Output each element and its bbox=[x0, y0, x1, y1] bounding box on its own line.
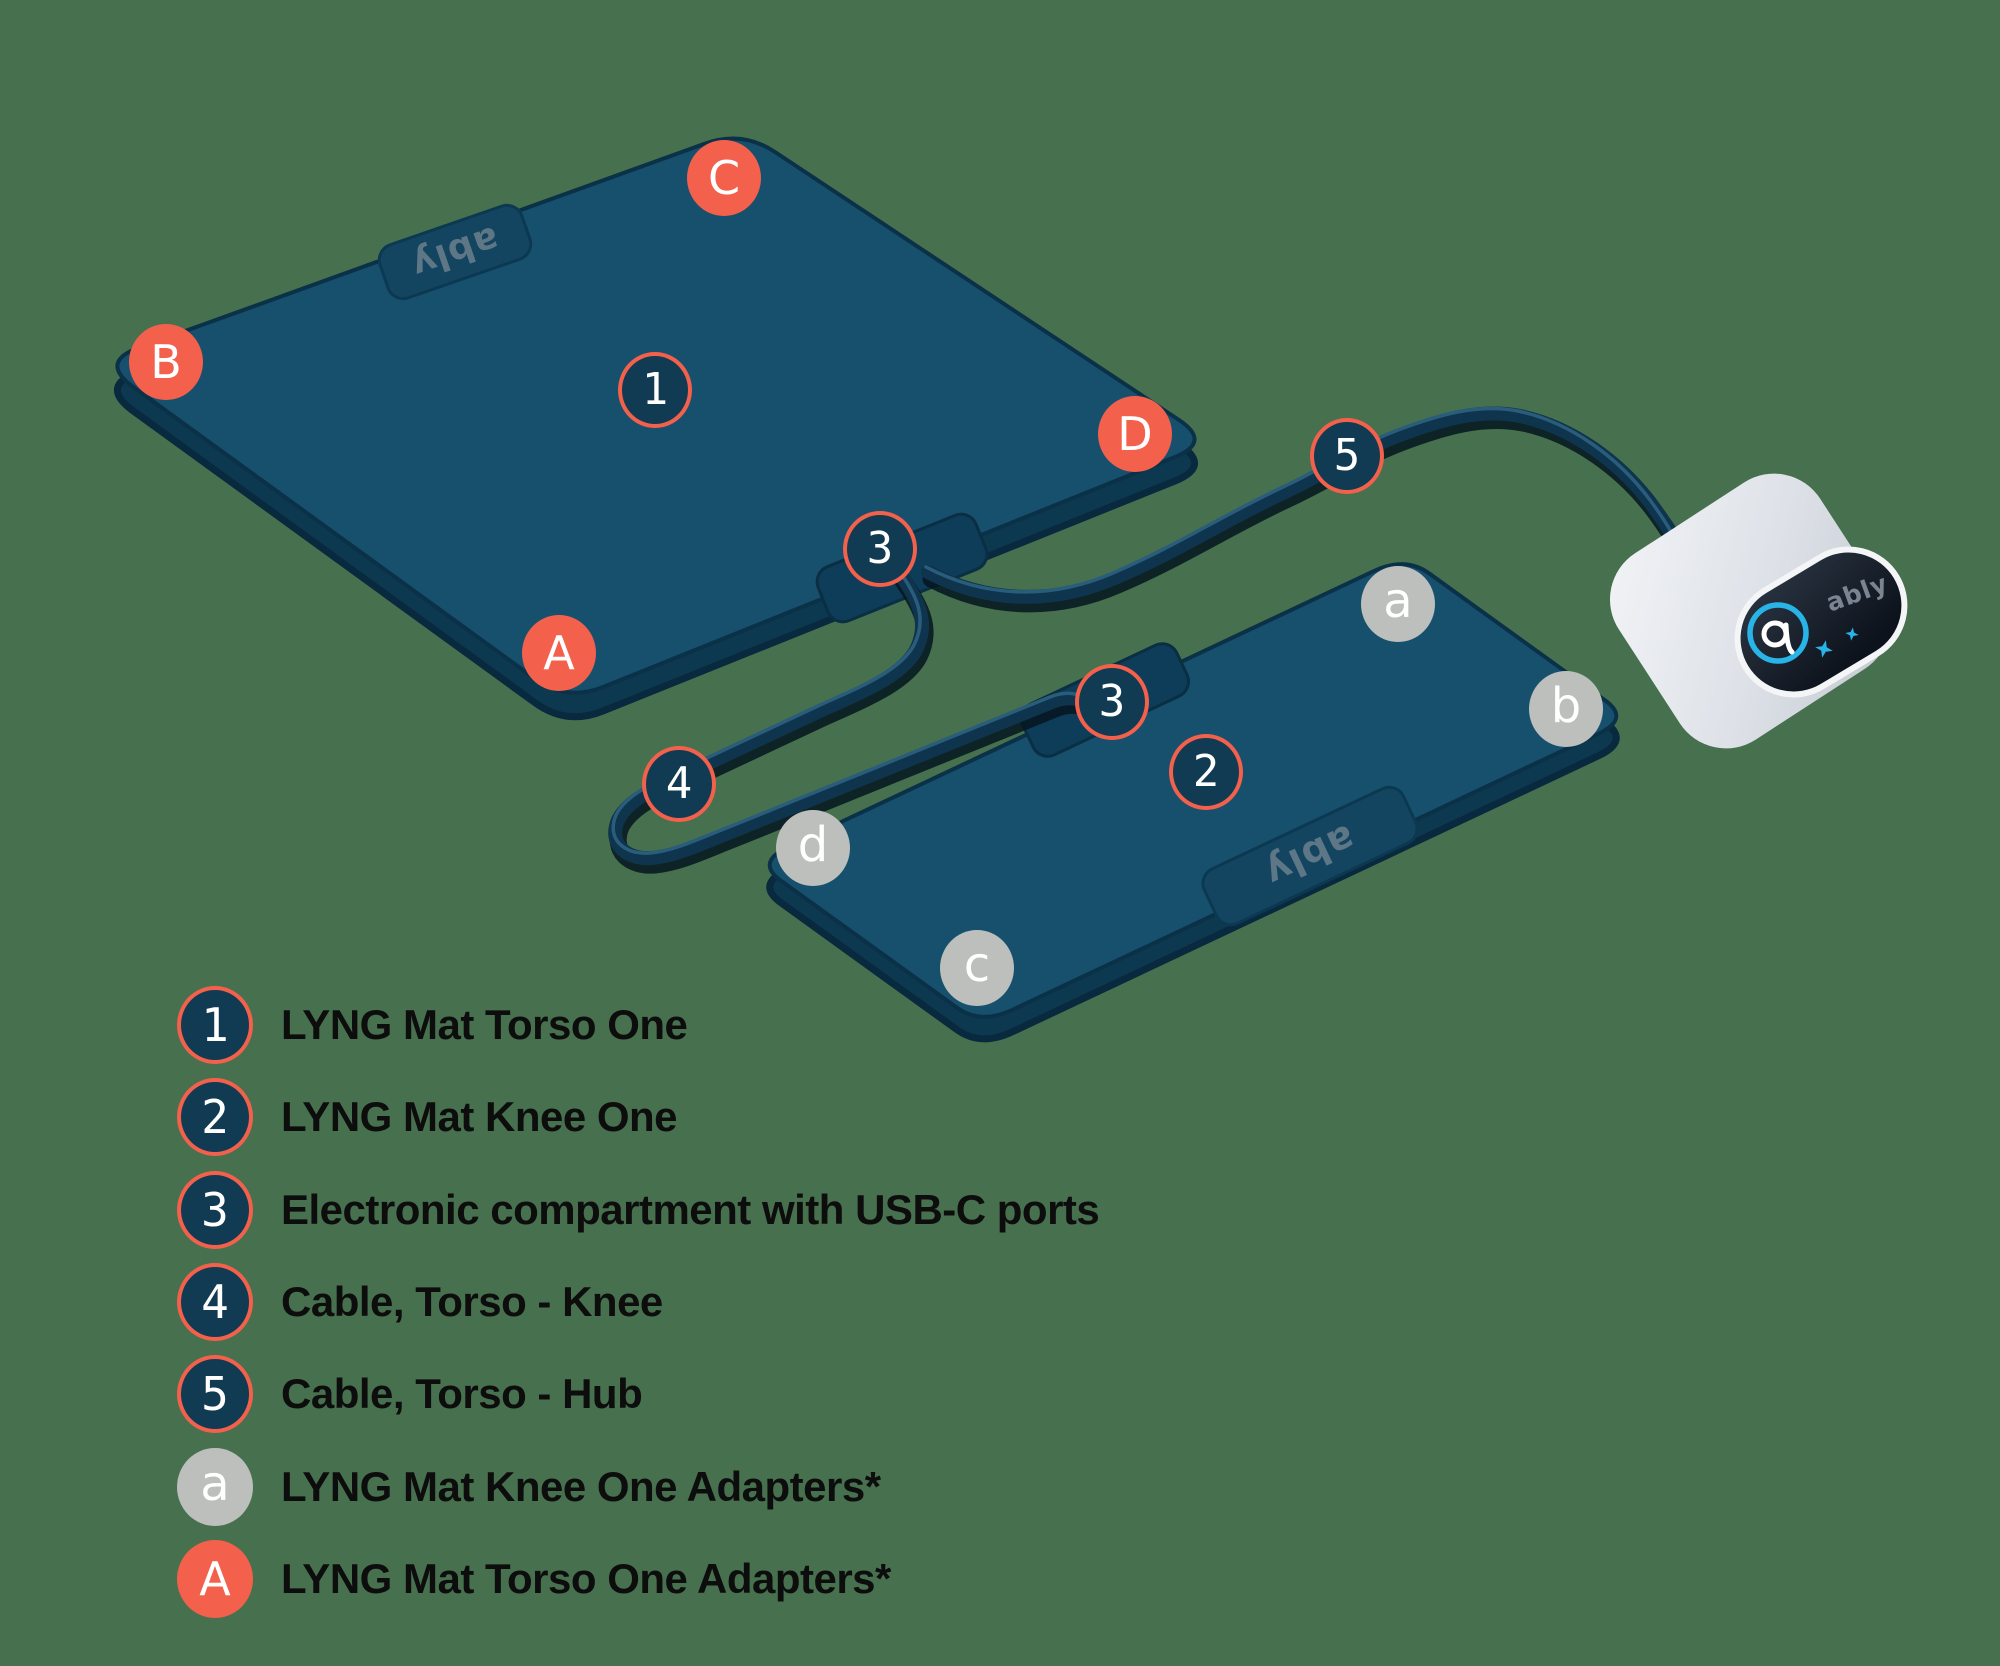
marker-torso-compartment-3: 3 bbox=[843, 511, 917, 587]
sparkle-icon bbox=[1845, 627, 1859, 641]
legend-label: LYNG Mat Torso One bbox=[281, 1001, 688, 1048]
legend-label: LYNG Mat Knee One Adapters* bbox=[281, 1463, 881, 1510]
torso-mat: ably bbox=[113, 136, 1198, 721]
marker-label: d bbox=[797, 817, 829, 873]
marker-knee-corner-c: c bbox=[940, 930, 1014, 1006]
legend-glyph: 5 bbox=[201, 1367, 229, 1421]
marker-knee-compartment-3: 3 bbox=[1075, 664, 1149, 740]
legend-label: Cable, Torso - Knee bbox=[281, 1278, 663, 1325]
cable-torso-knee bbox=[608, 567, 1108, 874]
marker-torso-corner-c: C bbox=[687, 140, 761, 216]
marker-torso-mat-1: 1 bbox=[618, 352, 692, 428]
legend-badge: 5 bbox=[177, 1355, 253, 1433]
marker-cable-hub-5: 5 bbox=[1310, 418, 1384, 494]
marker-label: C bbox=[707, 151, 741, 205]
marker-label: b bbox=[1550, 678, 1582, 734]
legend-badge: 2 bbox=[177, 1078, 253, 1156]
marker-label: 1 bbox=[641, 364, 669, 415]
hub-logo-ring-icon bbox=[1747, 602, 1809, 664]
marker-label: a bbox=[1383, 573, 1413, 629]
legend-item-compartment: 3 Electronic compartment with USB-C port… bbox=[177, 1171, 1100, 1249]
sparkle-icon bbox=[1815, 640, 1833, 658]
legend-badge: 1 bbox=[177, 986, 253, 1064]
legend-item-cable-torso-knee: 4 Cable, Torso - Knee bbox=[177, 1263, 663, 1341]
marker-torso-corner-b: B bbox=[129, 324, 203, 400]
legend-glyph: 4 bbox=[201, 1275, 229, 1329]
marker-torso-corner-d: D bbox=[1098, 396, 1172, 472]
legend-badge: 4 bbox=[177, 1263, 253, 1341]
legend-item-torso-mat: 1 LYNG Mat Torso One bbox=[177, 986, 688, 1064]
legend-glyph: 3 bbox=[201, 1183, 229, 1237]
legend-glyph: 1 bbox=[201, 998, 229, 1052]
marker-label: D bbox=[1117, 407, 1153, 461]
marker-label: 2 bbox=[1192, 746, 1220, 797]
marker-label: 4 bbox=[665, 758, 693, 809]
ably-a-icon bbox=[1761, 620, 1795, 655]
legend-item-knee-mat: 2 LYNG Mat Knee One bbox=[177, 1078, 678, 1156]
marker-label: A bbox=[543, 626, 575, 680]
legend-item-knee-adapters: a LYNG Mat Knee One Adapters* bbox=[177, 1448, 881, 1526]
marker-label: B bbox=[150, 335, 182, 389]
marker-label: 5 bbox=[1333, 430, 1361, 481]
hub: ably bbox=[1609, 473, 1908, 749]
legend-badge: a bbox=[177, 1448, 253, 1526]
legend-glyph: 2 bbox=[201, 1090, 229, 1144]
marker-label: c bbox=[963, 937, 991, 993]
marker-cable-knee-4: 4 bbox=[642, 746, 716, 822]
legend-item-cable-torso-hub: 5 Cable, Torso - Hub bbox=[177, 1355, 643, 1433]
legend-glyph: A bbox=[199, 1552, 231, 1606]
marker-knee-mat-2: 2 bbox=[1169, 734, 1243, 810]
marker-label: 3 bbox=[866, 523, 894, 574]
marker-label: 3 bbox=[1098, 676, 1126, 727]
legend-label: LYNG Mat Torso One Adapters* bbox=[281, 1555, 891, 1602]
legend-label: Cable, Torso - Hub bbox=[281, 1370, 643, 1417]
marker-knee-corner-b: b bbox=[1529, 671, 1603, 747]
marker-torso-corner-a: A bbox=[522, 615, 596, 691]
legend-label: LYNG Mat Knee One bbox=[281, 1093, 678, 1140]
legend-label: Electronic compartment with USB-C ports bbox=[281, 1186, 1100, 1233]
legend-badge: A bbox=[177, 1540, 253, 1618]
knee-mat-brand-tab: ably bbox=[1201, 785, 1419, 927]
legend-item-torso-adapters: A LYNG Mat Torso One Adapters* bbox=[177, 1540, 891, 1618]
marker-knee-corner-a: a bbox=[1361, 566, 1435, 642]
marker-knee-corner-d: d bbox=[776, 810, 850, 886]
legend-badge: 3 bbox=[177, 1171, 253, 1249]
legend-glyph: a bbox=[200, 1456, 230, 1512]
